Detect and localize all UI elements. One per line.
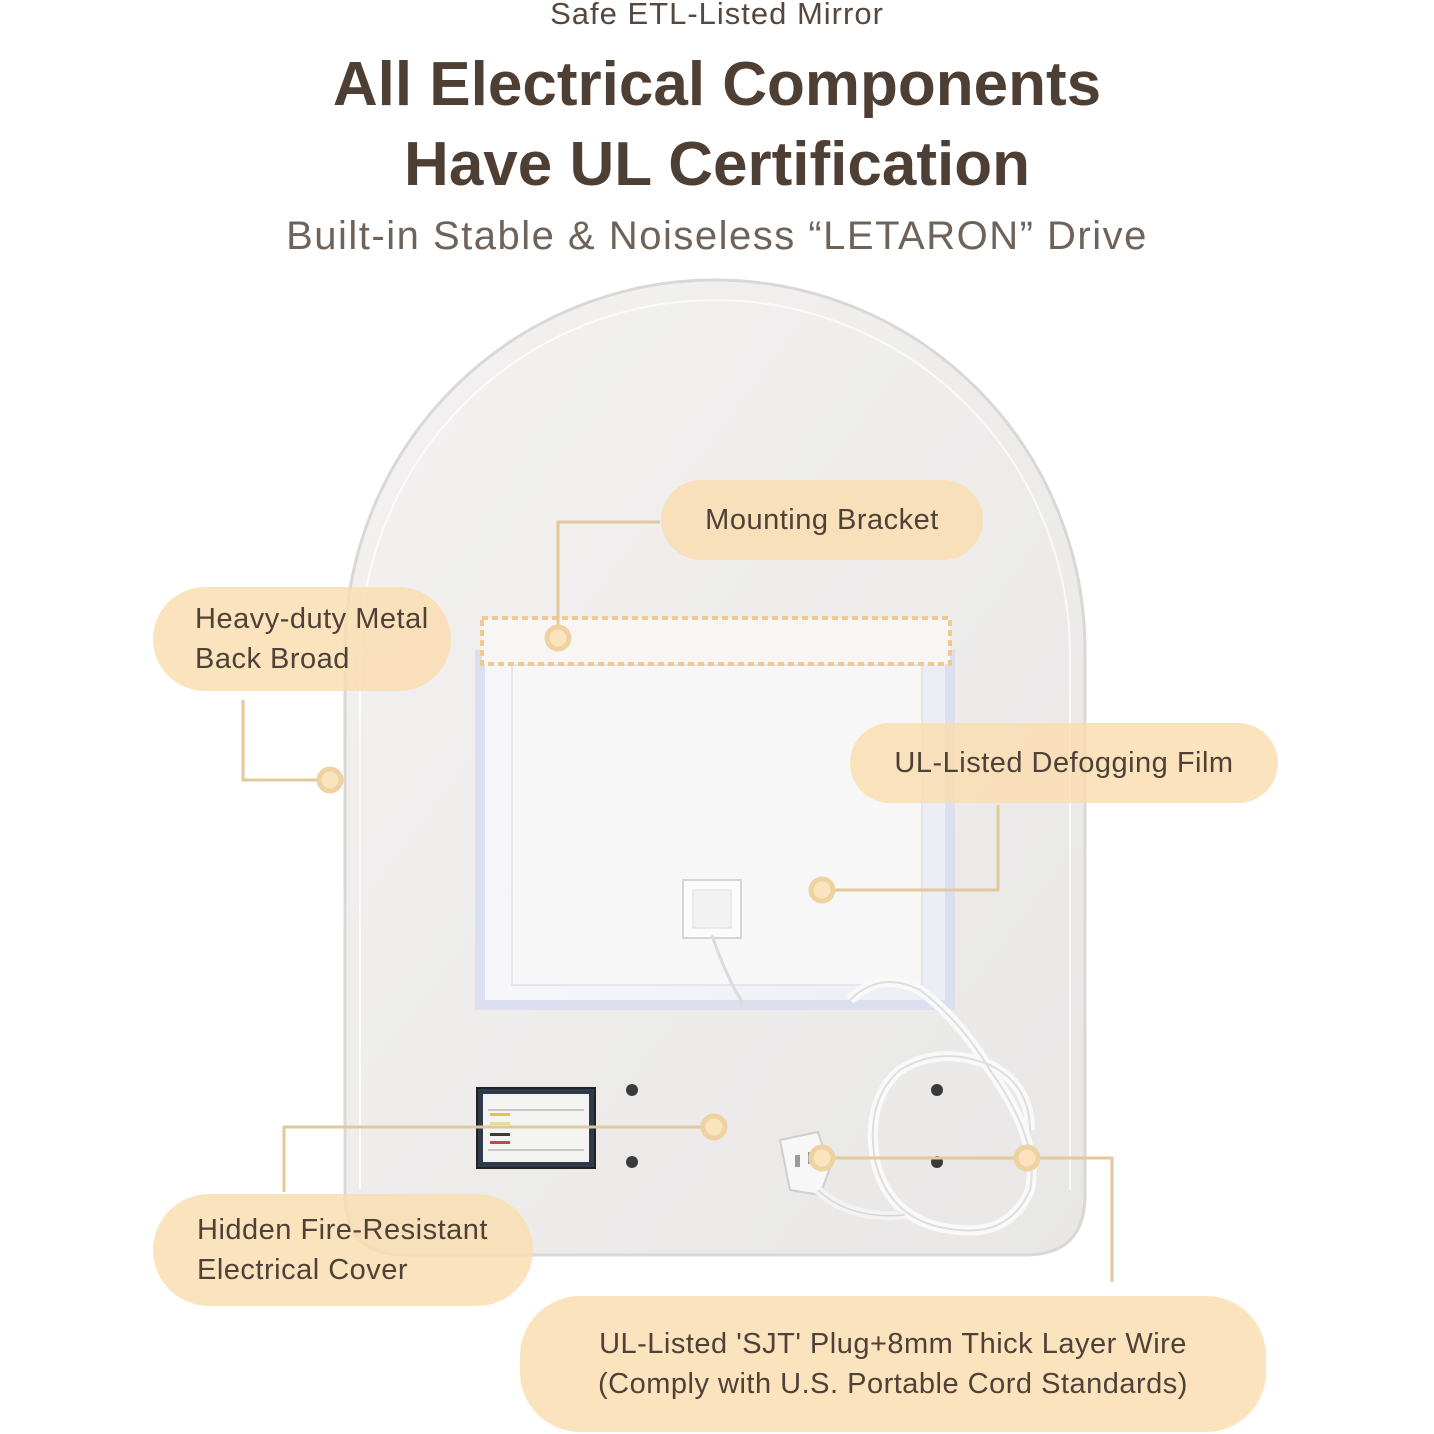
callout-plug-wire-line1: UL-Listed 'SJT' Plug+8mm Thick Layer Wir… [599,1328,1187,1360]
screw [626,1084,638,1096]
headline-line-1: All Electrical Components [332,50,1102,119]
headline-line-2: Have UL Certification [404,130,1030,199]
callout-electrical-cover-line2: Electrical Cover [197,1254,409,1286]
screw [931,1084,943,1096]
top-label: Safe ETL-Listed Mirror [550,0,884,31]
callout-plug-wire-line2: (Comply with U.S. Portable Cord Standard… [598,1368,1188,1400]
callout-electrical-cover-line1: Hidden Fire-Resistant [197,1214,488,1246]
callout-mounting-bracket-label: Mounting Bracket [705,504,939,536]
callout-metal-back: Heavy-duty Metal Back Broad [153,587,451,691]
callout-defogging-film-label: UL-Listed Defogging Film [894,747,1234,779]
callout-metal-back-line2: Back Broad [195,643,350,675]
callout-defogging-film: UL-Listed Defogging Film [850,723,1278,803]
leader-lines [241,520,1114,1282]
callout-metal-back-line1: Heavy-duty Metal [195,603,429,635]
callout-dots [316,624,1041,1172]
screw [626,1156,638,1168]
callout-electrical-cover: Hidden Fire-Resistant Electrical Cover [153,1194,533,1306]
subline: Built-in Stable & Noiseless “LETARON” Dr… [286,214,1148,258]
callout-mounting-bracket: Mounting Bracket [661,480,983,560]
callout-plug-wire: UL-Listed 'SJT' Plug+8mm Thick Layer Wir… [520,1296,1266,1432]
